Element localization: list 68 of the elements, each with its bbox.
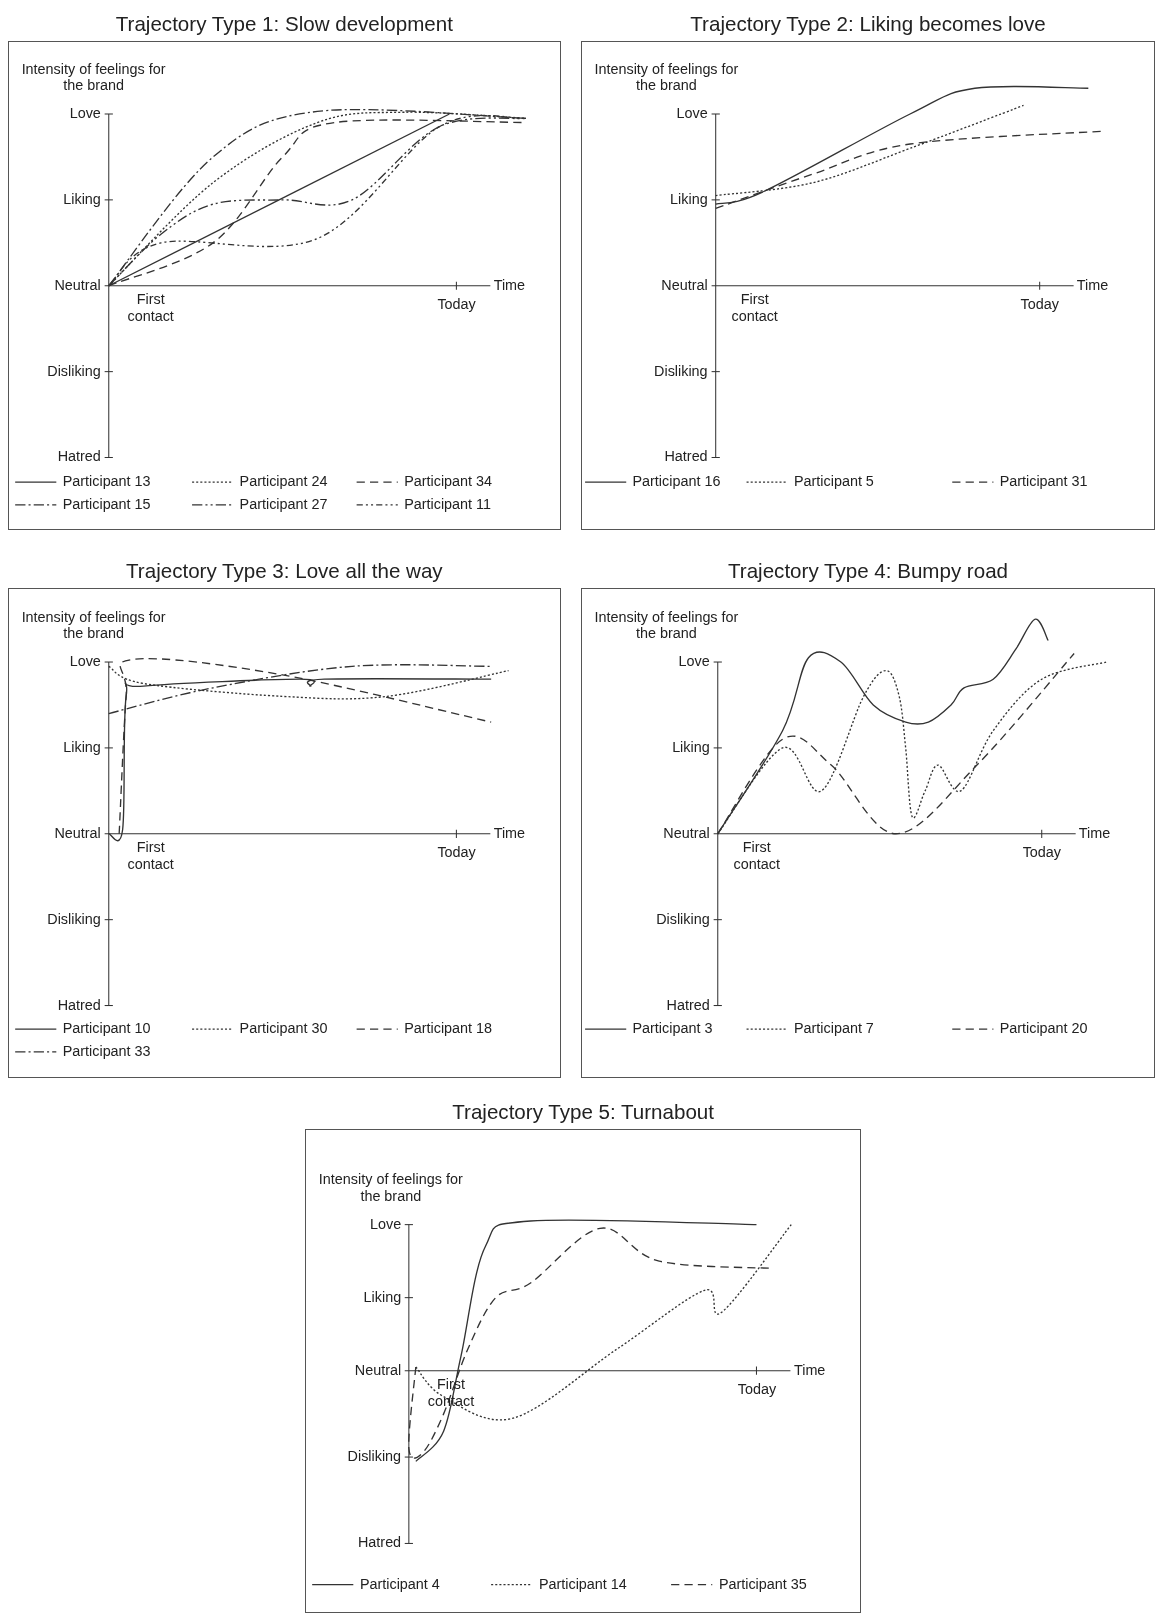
tick-label: Disliking [47, 362, 101, 380]
tick-label: First contact [730, 291, 779, 325]
legend-label: Participant 33 [62, 1042, 151, 1060]
tick-label: Love [676, 104, 708, 122]
axis-title: Intensity of feelings for the brand [318, 1171, 463, 1205]
legend-label: Participant 30 [239, 1020, 328, 1037]
legend-label: Participant 13 [62, 473, 151, 490]
axis-title: Intensity of feelings for the brand [594, 608, 739, 642]
tick-label: Liking [363, 1288, 402, 1306]
tick-label: Neutral [54, 276, 101, 294]
tick-label: Today [437, 296, 476, 313]
legend-label: Participant 10 [62, 1020, 151, 1037]
tick-label: Love [69, 104, 101, 122]
axis-title: Intensity of feelings for the brand [21, 60, 166, 94]
tick-label: Today [1020, 296, 1059, 313]
tick-label: Hatred [666, 996, 710, 1014]
axis-title: Time [793, 1361, 826, 1379]
tick-label: Liking [672, 738, 710, 756]
legend-label: Participant 24 [239, 473, 328, 490]
axis-title: Time [493, 824, 526, 842]
legend-label: Participant 27 [239, 495, 328, 513]
legend-label: Participant 14 [538, 1575, 627, 1593]
tick-label: Disliking [347, 1448, 402, 1465]
chart-title: Trajectory Type 5: Turnabout [452, 1100, 714, 1125]
tick-label: First contact [732, 839, 781, 873]
chart-title: Trajectory Type 3: Love all the way [126, 559, 443, 584]
tick-label: Hatred [664, 448, 708, 465]
tick-label: Today [737, 1381, 777, 1398]
legend-label: Participant 18 [404, 1020, 493, 1037]
tick-label: Disliking [656, 910, 710, 928]
tick-label: Neutral [54, 824, 101, 842]
tick-label: Neutral [354, 1361, 402, 1379]
legend-label: Participant 35 [718, 1575, 807, 1593]
tick-label: Liking [63, 190, 101, 208]
tick-label: Love [678, 653, 710, 670]
legend-label: Participant 20 [999, 1020, 1088, 1037]
legend-label: Participant 31 [999, 473, 1088, 490]
chart-title: Trajectory Type 1: Slow development [115, 12, 453, 36]
axis-title: Time [1076, 276, 1109, 294]
legend-label: Participant 4 [359, 1575, 440, 1593]
legend-label: Participant 7 [793, 1020, 874, 1037]
axis-title: Intensity of feelings for the brand [21, 608, 166, 642]
tick-label: Love [369, 1215, 402, 1233]
tick-label: Neutral [663, 824, 710, 842]
legend-label: Participant 3 [632, 1020, 713, 1037]
chart-title: Trajectory Type 4: Bumpy road [728, 559, 1009, 584]
tick-label: Hatred [57, 996, 101, 1014]
tick-label: Neutral [661, 276, 708, 294]
chart-title: Trajectory Type 2: Liking becomes love [690, 12, 1046, 36]
tick-label: Liking [63, 738, 101, 756]
legend-label: Participant 11 [404, 495, 491, 513]
tick-label: Disliking [47, 910, 101, 928]
axis-title: Intensity of feelings for the brand [594, 60, 739, 94]
tick-label: Disliking [654, 362, 708, 380]
legend-label: Participant 15 [62, 495, 151, 513]
tick-label: Today [437, 844, 476, 861]
tick-label: Liking [670, 190, 708, 208]
tick-label: First contact [126, 839, 175, 873]
tick-label: First contact [126, 291, 175, 325]
axis-title: Time [493, 276, 526, 294]
axis-title: Time [1078, 824, 1111, 842]
tick-label: Hatred [57, 448, 101, 465]
tick-label: Love [69, 653, 101, 670]
tick-label: Today [1022, 844, 1061, 861]
legend-label: Participant 5 [793, 473, 874, 490]
legend-label: Participant 34 [404, 473, 493, 490]
tick-label: Hatred [357, 1534, 402, 1552]
legend-label: Participant 16 [632, 473, 721, 490]
